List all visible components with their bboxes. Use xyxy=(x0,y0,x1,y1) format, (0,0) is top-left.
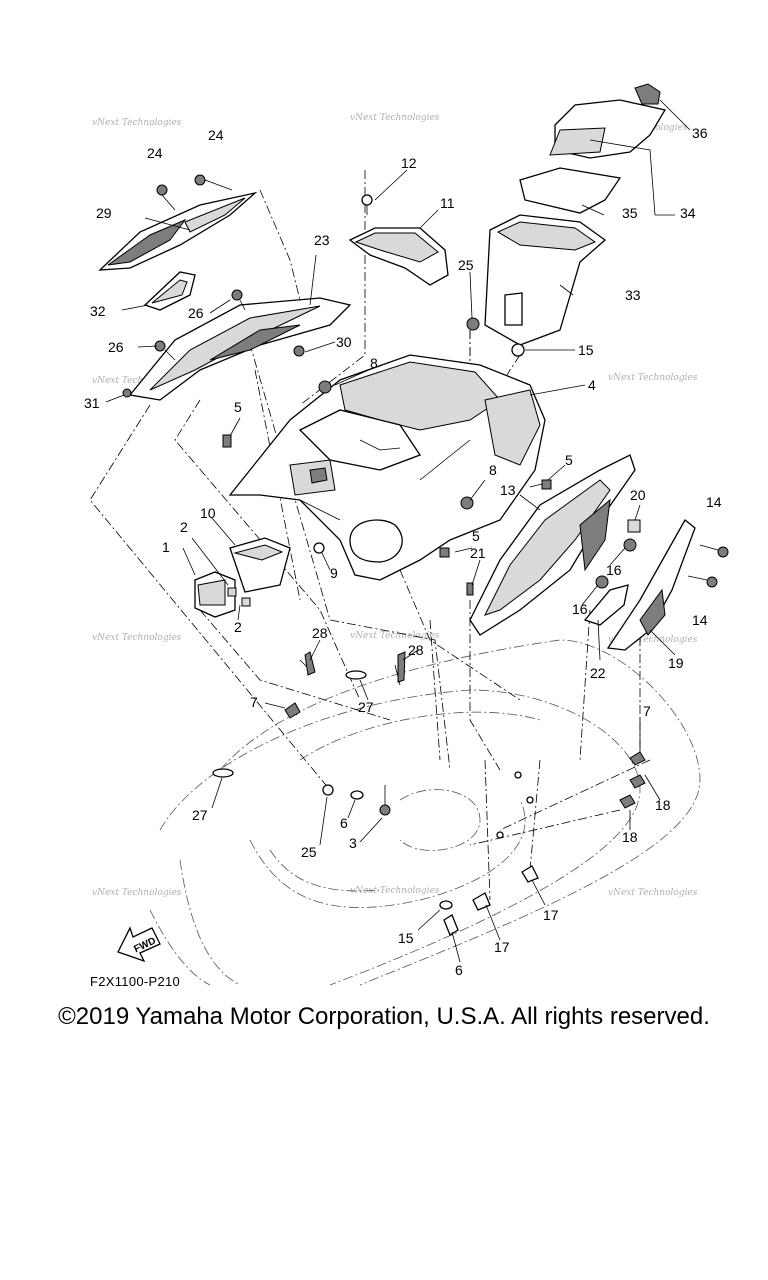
hull-outline xyxy=(149,639,701,986)
callout-28: 28 xyxy=(408,642,424,658)
callout-19: 19 xyxy=(668,655,684,671)
watermark: vNext Technologies xyxy=(350,886,440,896)
callout-10: 10 xyxy=(200,505,216,521)
callout-16: 16 xyxy=(572,601,588,617)
callout-24: 24 xyxy=(147,145,163,161)
deck-body xyxy=(228,354,546,581)
callout-2: 2 xyxy=(180,519,188,535)
callout-15: 15 xyxy=(398,930,414,946)
callout-25: 25 xyxy=(301,844,317,860)
fasteners xyxy=(122,174,729,936)
panel-19 xyxy=(606,519,696,651)
watermark: vNext Technologies xyxy=(608,373,698,383)
callout-7: 7 xyxy=(643,703,651,719)
callout-17: 17 xyxy=(543,907,559,923)
callout-16: 16 xyxy=(606,562,622,578)
callout-5: 5 xyxy=(234,399,242,415)
callout-23: 23 xyxy=(314,232,330,248)
fwd-arrow-icon: FWD xyxy=(117,926,161,963)
figure-code: F2X1100-P210 xyxy=(90,974,180,989)
part-1 xyxy=(194,571,236,618)
callout-29: 29 xyxy=(96,205,112,221)
parts-diagram: vNext Technologies vNext Technologies vN… xyxy=(84,83,729,989)
callout-33: 33 xyxy=(625,287,641,303)
callout-22: 22 xyxy=(590,665,606,681)
callout-11: 11 xyxy=(440,195,455,211)
callout-20: 20 xyxy=(630,487,646,503)
callout-24: 24 xyxy=(208,127,224,143)
callout-26: 26 xyxy=(188,305,204,321)
callout-18: 18 xyxy=(622,829,638,845)
callout-15: 15 xyxy=(578,342,594,358)
callout-12: 12 xyxy=(401,155,417,171)
seat-11 xyxy=(348,227,449,286)
callout-30: 30 xyxy=(336,334,352,350)
callout-3: 3 xyxy=(349,835,357,851)
callout-14: 14 xyxy=(706,494,722,510)
callout-4: 4 xyxy=(588,377,596,393)
copyright-notice: ©2019 Yamaha Motor Corporation, U.S.A. A… xyxy=(58,1003,710,1030)
callout-32: 32 xyxy=(90,303,106,319)
callout-27: 27 xyxy=(358,699,374,715)
callout-8: 8 xyxy=(370,355,378,371)
callout-9: 9 xyxy=(330,565,338,581)
callout-25: 25 xyxy=(458,257,474,273)
callout-34: 34 xyxy=(680,205,696,221)
lid-34 xyxy=(519,83,667,214)
storage-bin-33 xyxy=(484,214,607,346)
callout-28: 28 xyxy=(312,625,328,641)
callout-7: 7 xyxy=(250,694,258,710)
watermark: vNext Technologies xyxy=(350,113,440,123)
watermark: vNext Technologies xyxy=(92,118,182,128)
watermark: vNext Technologies xyxy=(92,376,182,386)
callout-31: 31 xyxy=(84,395,100,411)
callout-6: 6 xyxy=(455,962,463,978)
watermark: vNext Technologies xyxy=(608,635,698,645)
callout-8: 8 xyxy=(489,462,497,478)
callout-18: 18 xyxy=(655,797,671,813)
bracket-32 xyxy=(143,271,196,311)
watermark: vNext Technologies xyxy=(350,631,440,641)
part-10 xyxy=(229,537,291,593)
callout-26: 26 xyxy=(108,339,124,355)
watermark: vNext Technologies xyxy=(92,888,182,898)
callout-2: 2 xyxy=(234,619,242,635)
watermark: vNext Technologies xyxy=(608,888,698,898)
watermark: vNext Technologies xyxy=(92,633,182,643)
callout-35: 35 xyxy=(622,205,638,221)
panel-22 xyxy=(583,584,629,626)
side-cover-13 xyxy=(469,454,636,636)
callout-numbers: 24 24 29 32 23 26 26 30 31 5 8 12 11 25 … xyxy=(84,125,722,978)
callout-5: 5 xyxy=(472,528,480,544)
callout-6: 6 xyxy=(340,815,348,831)
callout-leaders xyxy=(105,99,691,963)
leader-lines xyxy=(89,170,651,901)
side-cover-23 xyxy=(128,297,352,401)
callout-36: 36 xyxy=(692,125,708,141)
callout-5: 5 xyxy=(565,452,573,468)
callout-27: 27 xyxy=(192,807,208,823)
callout-21: 21 xyxy=(470,545,486,561)
callout-1: 1 xyxy=(162,539,170,555)
cover-panel-29 xyxy=(98,191,258,271)
callout-14: 14 xyxy=(692,612,708,628)
callout-13: 13 xyxy=(500,482,516,498)
callout-17: 17 xyxy=(494,939,510,955)
